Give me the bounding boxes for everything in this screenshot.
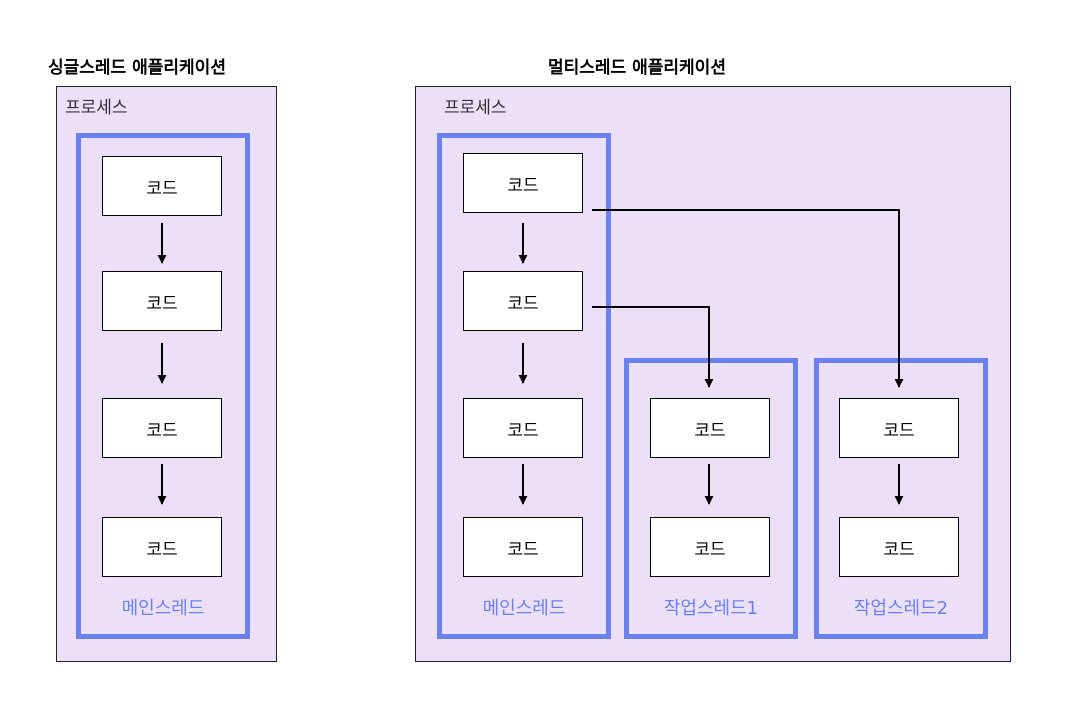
worker-thread-2-label: 작업스레드2 (853, 598, 949, 619)
main-code-block-4: 코드 (463, 517, 583, 577)
single-main-thread: 메인스레드 (76, 133, 250, 639)
multi-thread-app-title: 멀티스레드 애플리케이션 (548, 58, 726, 78)
worker-thread-1-label: 작업스레드1 (663, 598, 759, 619)
single-code-block-1: 코드 (102, 156, 222, 216)
worker1-code-block-2: 코드 (650, 517, 770, 577)
main-code-block-3: 코드 (463, 398, 583, 458)
single-thread-app-title: 싱글스레드 애플리케이션 (48, 58, 226, 78)
main-code-block-2: 코드 (463, 271, 583, 331)
single-code-block-4: 코드 (102, 517, 222, 577)
single-process-label: 프로세스 (65, 98, 128, 118)
worker2-code-block-1: 코드 (839, 398, 959, 458)
multi-process-label: 프로세스 (444, 98, 507, 118)
single-main-thread-label: 메인스레드 (121, 598, 205, 619)
worker1-code-block-1: 코드 (650, 398, 770, 458)
worker-thread-2: 작업스레드2 (814, 358, 988, 639)
multi-main-thread-label: 메인스레드 (482, 598, 566, 619)
main-code-block-1: 코드 (463, 153, 583, 213)
single-code-block-3: 코드 (102, 398, 222, 458)
single-code-block-2: 코드 (102, 271, 222, 331)
worker2-code-block-2: 코드 (839, 517, 959, 577)
